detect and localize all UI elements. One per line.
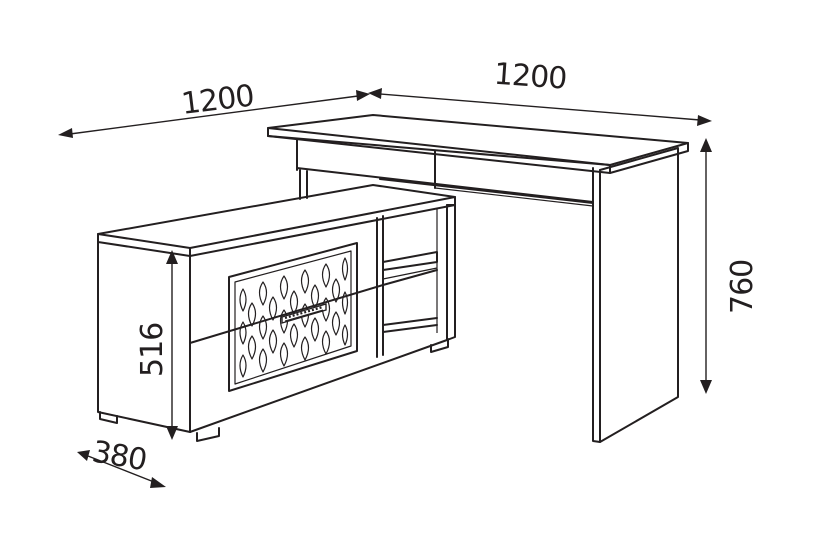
desk-side-panel (592, 167, 601, 443)
dimension-cabinet-width: 1200 (58, 78, 370, 138)
desk-top-front-edge (267, 127, 689, 174)
middle-shelf (382, 251, 438, 286)
cabinet-foot-front (196, 427, 220, 442)
dim-label-cabinet-depth: 380 (89, 434, 149, 478)
drawer-panel-outer (228, 242, 358, 392)
dim-label-height: 760 (725, 260, 760, 314)
cabinet-top-edge (97, 196, 456, 257)
desk-top-front-line (267, 135, 611, 174)
dimension-height: 760 (700, 138, 760, 394)
dimension-cabinet-depth: 380 (77, 434, 166, 488)
middle-shelf-under (382, 267, 438, 280)
desk-side-panel-face (599, 147, 679, 443)
desk-apron (296, 138, 594, 212)
bottom-shelf (382, 317, 438, 333)
cabinet (97, 184, 456, 442)
cabinet-front (189, 204, 448, 433)
dim-label-cabinet-height: 516 (135, 323, 170, 377)
cabinet-foot-left (99, 411, 118, 424)
desk-back-leg (299, 169, 308, 200)
cabinet-front-right-edge (446, 204, 456, 341)
desk (267, 114, 689, 443)
dimension-desk-width: 1200 (368, 57, 712, 126)
cabinet-foot-right (430, 338, 449, 353)
desk-top-surface (267, 114, 689, 166)
dim-label-cabinet-width: 1200 (179, 78, 255, 122)
desk-apron-bottom (379, 178, 594, 204)
dimension-cabinet-height: 516 (135, 250, 178, 440)
desk-apron-bottom-inner (434, 187, 594, 207)
dim-label-desk-width: 1200 (493, 57, 568, 97)
drawer-handle (281, 303, 327, 324)
drawer-panel-inner (234, 250, 352, 385)
